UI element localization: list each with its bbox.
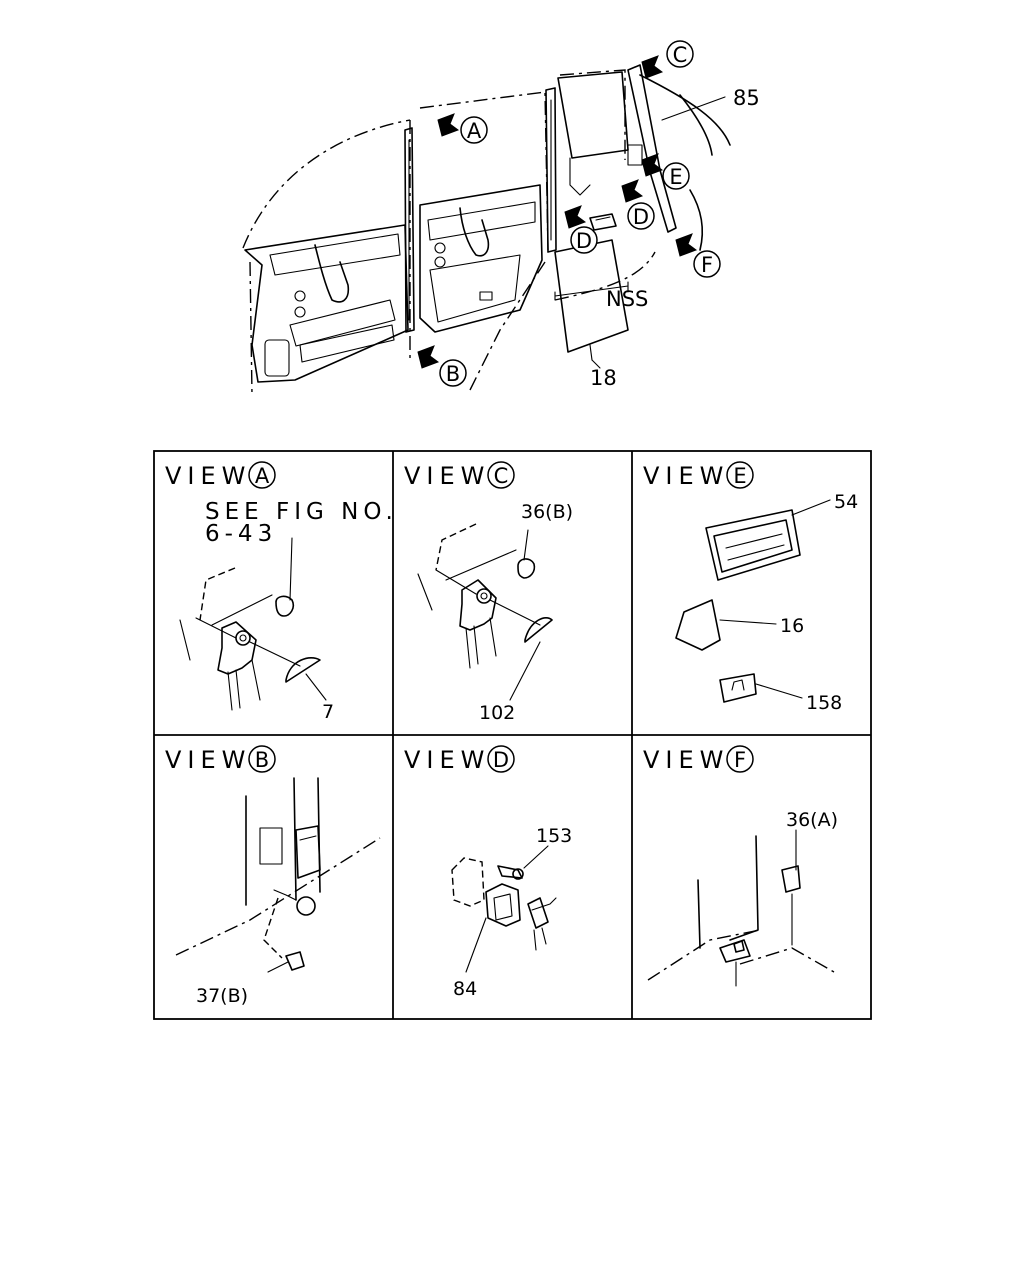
view-marker-e: E xyxy=(662,162,690,190)
svg-text:B: B xyxy=(446,362,460,386)
view-d-panel: VIEW D 153 84 xyxy=(404,745,572,1000)
view-a-prefix: VIEW xyxy=(165,462,251,490)
view-c-letter: C xyxy=(494,464,509,488)
view-e-letter: E xyxy=(733,464,746,488)
vehicle-interior-overview: A B C D D E F 85 NSS 18 xyxy=(242,40,760,396)
view-b-panel: VIEW B 37(B) xyxy=(165,745,381,1007)
svg-text:D: D xyxy=(633,205,649,229)
pad-16-shape xyxy=(675,599,721,651)
view-c-part-36b: 36(B) xyxy=(521,501,573,523)
view-d-letter: D xyxy=(493,748,509,772)
view-marker-d2: D xyxy=(627,202,655,230)
view-b-prefix: VIEW xyxy=(165,746,251,774)
view-d-part-84: 84 xyxy=(453,978,477,1000)
callout-18: 18 xyxy=(590,366,617,390)
view-a-panel: VIEW A SEE FIG NO. 6-43 7 xyxy=(165,461,398,723)
view-arrow-d1-icon xyxy=(564,205,587,229)
view-marker-c: C xyxy=(666,40,694,68)
view-a-note-line1: SEE FIG NO. xyxy=(205,499,398,525)
svg-text:F: F xyxy=(701,253,713,277)
view-f-prefix: VIEW xyxy=(643,746,729,774)
view-arrow-a-icon xyxy=(437,113,460,137)
view-a-part-7: 7 xyxy=(322,701,334,723)
view-e-panel: VIEW E 54 16 158 xyxy=(643,461,858,714)
view-marker-f: F xyxy=(693,250,721,278)
view-e-part-16: 16 xyxy=(780,615,804,637)
view-d-prefix: VIEW xyxy=(404,746,490,774)
views-grid xyxy=(153,450,872,1020)
view-c-prefix: VIEW xyxy=(404,462,490,490)
view-b-part-37b: 37(B) xyxy=(196,985,248,1007)
svg-text:C: C xyxy=(673,43,688,67)
svg-text:A: A xyxy=(467,119,482,143)
view-arrow-c-icon xyxy=(641,55,664,79)
view-a-letter: A xyxy=(255,464,270,488)
view-f-panel: VIEW F 36(A) xyxy=(643,745,838,987)
view-marker-a: A xyxy=(460,116,488,144)
view-f-letter: F xyxy=(734,748,746,772)
view-f-part-36a: 36(A) xyxy=(786,809,838,831)
svg-text:D: D xyxy=(576,229,592,253)
view-arrow-d2-icon xyxy=(621,179,644,203)
view-marker-b: B xyxy=(439,359,467,387)
view-c-part-102: 102 xyxy=(479,702,515,724)
callout-nss: NSS xyxy=(606,287,648,311)
view-arrow-e-icon xyxy=(641,153,664,177)
view-d-part-153: 153 xyxy=(536,825,572,847)
view-a-note-line2: 6-43 xyxy=(205,521,277,547)
view-c-panel: VIEW C 36(B) 102 xyxy=(404,461,573,724)
view-arrow-f-icon xyxy=(675,233,698,257)
view-b-letter: B xyxy=(255,748,269,772)
view-e-part-54: 54 xyxy=(834,491,858,513)
view-e-part-158: 158 xyxy=(806,692,842,714)
view-e-prefix: VIEW xyxy=(643,462,729,490)
callout-85: 85 xyxy=(733,86,760,110)
svg-text:E: E xyxy=(669,165,682,189)
view-marker-d1: D xyxy=(570,226,598,254)
view-arrow-b-icon xyxy=(417,345,440,369)
